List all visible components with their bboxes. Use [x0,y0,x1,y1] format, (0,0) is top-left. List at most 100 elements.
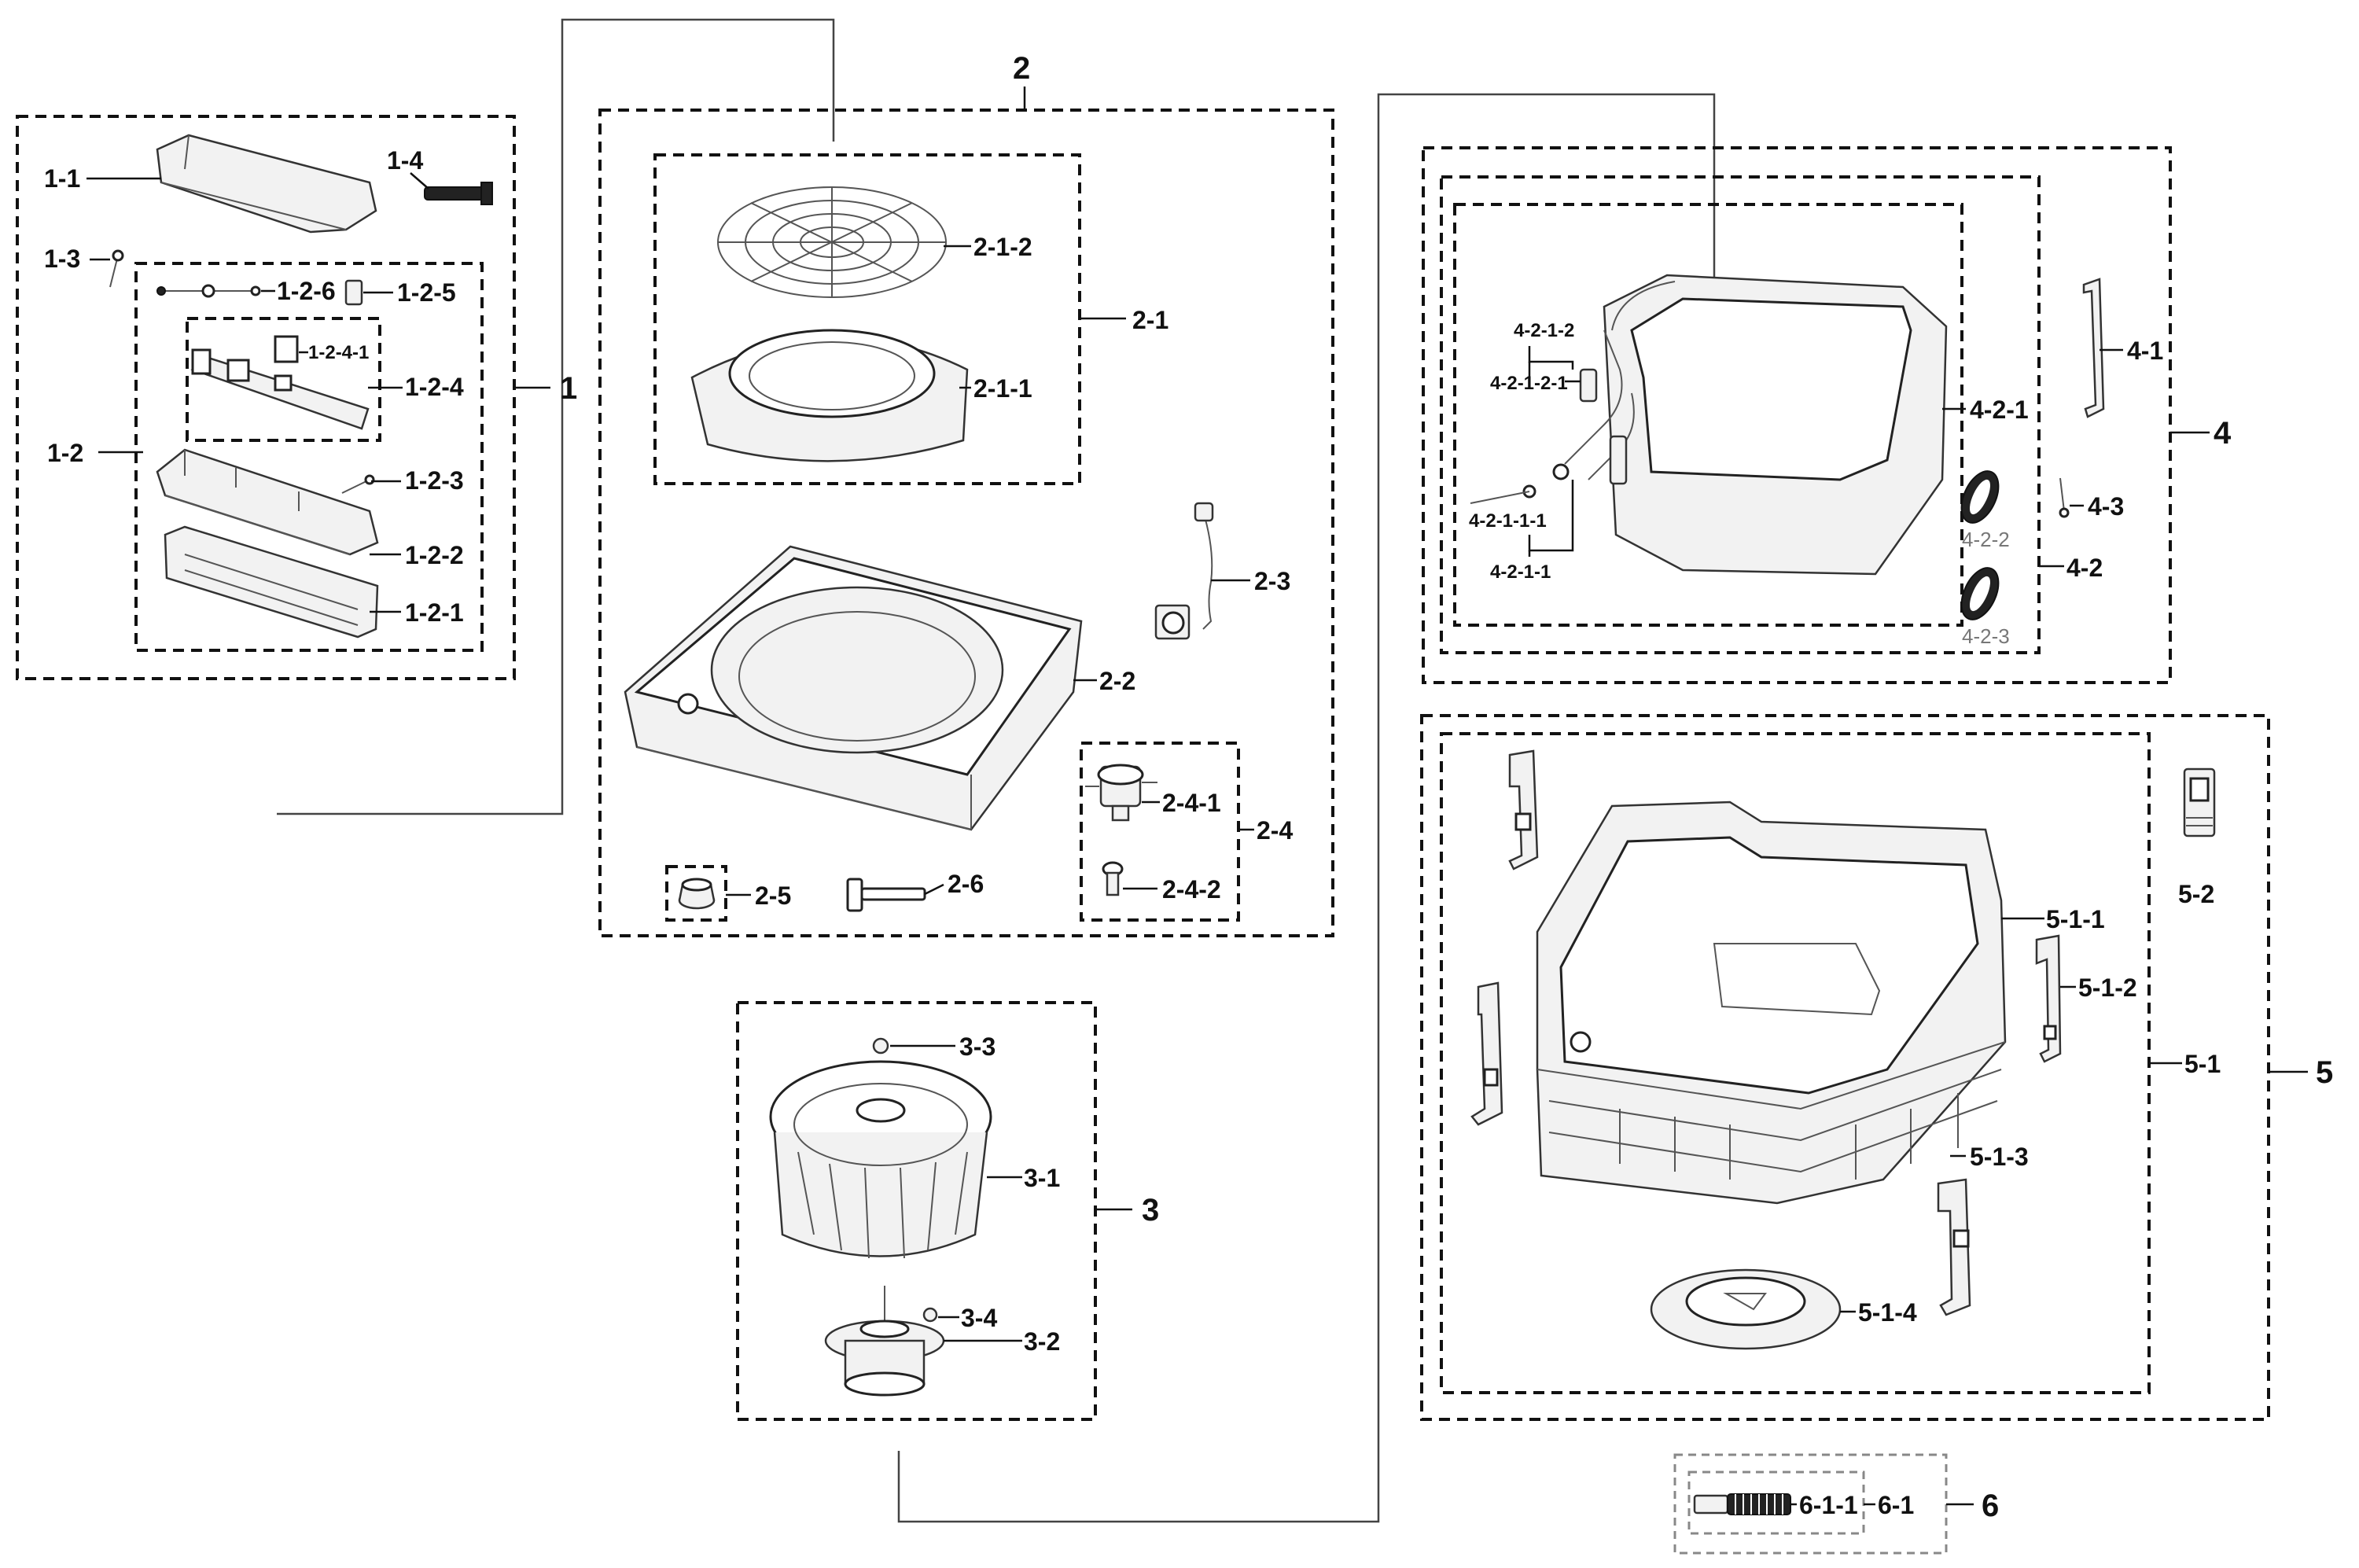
part-2-1-1-bellmouth [690,329,969,462]
part-1-4-screw [424,186,488,201]
label-4-2-1-2: 4-2-1-2 [1514,320,1574,341]
group-2-body: 2 2-1-2 2-1-1 2-1 [598,51,1334,937]
label-3-3: 3-3 [959,1032,995,1061]
group-4-2-1-boundary [1453,203,1963,627]
group-6-boundary [1673,1453,1948,1555]
part-5-1-4-bottom-plate [1650,1268,1842,1350]
part-1-2-5-clip [344,279,363,306]
part-2-4-1-drain-pump [1085,764,1157,822]
label-2-1-2: 2-1-2 [973,233,1032,261]
label-5: 5 [2316,1055,2333,1090]
connector-3-to-4 [897,93,1716,1523]
group-1-control-box: 1-1 1-4 1-3 1-2-6 1-2-5 1-2-4-1 1-2-4 [16,115,577,680]
label-2-4: 2-4 [1257,816,1293,845]
part-1-1-cover [156,134,377,234]
group-6-1-boundary [1687,1470,1865,1535]
group-5-cabinet: 5-1-1 5-1-2 5-1-3 5-1-4 5-2 [1420,714,2333,1421]
part-3-2-fan-motor [824,1286,945,1397]
label-5-1-1: 5-1-1 [2046,905,2105,933]
connector-1-to-2 [277,18,835,815]
part-2-1-2-guard [717,186,947,298]
part-4-1-bracket [2082,278,2105,418]
label-4-1: 4-1 [2127,337,2163,365]
label-2-4-1: 2-4-1 [1162,789,1221,817]
label-2-3: 2-3 [1254,567,1290,595]
label-4-2: 4-2 [2066,554,2103,582]
group-2-boundary [598,109,1334,937]
label-4-2-1-1-1: 4-2-1-1-1 [1469,510,1547,532]
group-4-2-boundary [1440,175,2041,654]
group-3-fan: 3-3 3-1 3-4 3-2 3 [736,1001,1159,1421]
part-2-3-drain-hose [1154,502,1214,640]
label-4-2-1-1: 4-2-1-1 [1490,561,1551,583]
label-1-2-4-1: 1-2-4-1 [308,342,369,363]
part-4-3-sensor [2059,477,2065,512]
part-2-2-drain-pan [624,545,1083,831]
label-3-4: 3-4 [961,1304,997,1332]
part-1-2-4-1-component [274,335,299,363]
label-5-1-3: 5-1-3 [1970,1143,2029,1171]
label-1-4: 1-4 [387,146,423,175]
part-2-6-bolt [846,878,926,912]
label-1: 1 [560,371,577,406]
part-4-2-1-piping [1470,329,1635,504]
part-3-1-turbo-fan [769,1060,992,1259]
label-2-1: 2-1 [1132,306,1168,334]
label-5-1-4: 5-1-4 [1858,1298,1917,1327]
part-2-4-2-float-switch [1102,861,1124,896]
part-4-2-1-heat-exchanger [1603,274,1948,576]
part-5-1-2-bracket-right [2035,934,2062,1063]
group-6-accessory: 6-1-1 6-1 6 [1673,1453,1999,1555]
label-1-1: 1-1 [44,164,80,193]
part-5-1-2-bracket-left [1470,981,1503,1126]
group-1-boundary [16,115,516,680]
part-5-1-2-bracket-left-top [1508,749,1539,870]
part-3-4-nut [922,1307,938,1323]
part-5-2-bracket [2183,767,2216,837]
label-4-2-3: 4-2-3 [1962,624,2010,648]
label-4: 4 [2214,416,2232,451]
label-3-1: 3-1 [1024,1164,1060,1192]
group-1-2-4-boundary [186,317,381,442]
part-4-2-3-insulation [1960,567,2000,620]
part-5-1-1-cabinet [1536,801,2007,1205]
label-5-1-2: 5-1-2 [2078,974,2137,1002]
label-4-3: 4-3 [2088,492,2124,521]
group-1-2-boundary [134,262,484,652]
label-2-2: 2-2 [1099,667,1135,695]
label-6-1: 6-1 [1878,1491,1914,1519]
group-3-boundary [736,1001,1097,1421]
label-1-3: 1-3 [44,245,80,273]
label-1-2-1: 1-2-1 [405,598,464,627]
label-6-1-1: 6-1-1 [1799,1491,1858,1519]
label-5-2: 5-2 [2178,880,2214,908]
group-connector-lines [277,18,1716,1523]
label-4-2-2: 4-2-2 [1962,528,2010,551]
label-2-5: 2-5 [755,882,791,910]
group-4-boundary [1422,146,2172,684]
part-6-1-1-drain-hose [1693,1493,1791,1515]
label-2-6: 2-6 [948,870,984,898]
label-2-1-1: 2-1-1 [973,374,1032,403]
group-5-boundary [1420,714,2270,1421]
part-4-2-2-insulation [1960,470,2000,524]
label-4-2-1: 4-2-1 [1970,396,2029,424]
part-3-3-nut [872,1037,889,1055]
label-2-4-2: 2-4-2 [1162,875,1221,904]
part-2-5-cap [678,878,716,910]
label-4-2-1-2-1: 4-2-1-2-1 [1490,373,1568,394]
label-3-2: 3-2 [1024,1327,1060,1356]
label-1-2-4: 1-2-4 [405,373,464,401]
label-6: 6 [1982,1489,1999,1523]
label-1-2: 1-2 [47,439,83,467]
label-1-2-5: 1-2-5 [397,278,456,307]
group-4-evaporator: 4-2-1 4-2-1-2 4-2-1-2-1 4-2-1-1-1 4-2-1-… [1422,146,2232,684]
label-5-1: 5-1 [2184,1050,2221,1078]
label-1-2-6: 1-2-6 [277,277,336,305]
part-1-2-4-pcb [190,356,370,430]
label-1-2-3: 1-2-3 [405,466,464,495]
label-2: 2 [1013,51,1030,86]
label-1-2-2: 1-2-2 [405,541,464,569]
group-2-4-boundary [1080,742,1240,922]
